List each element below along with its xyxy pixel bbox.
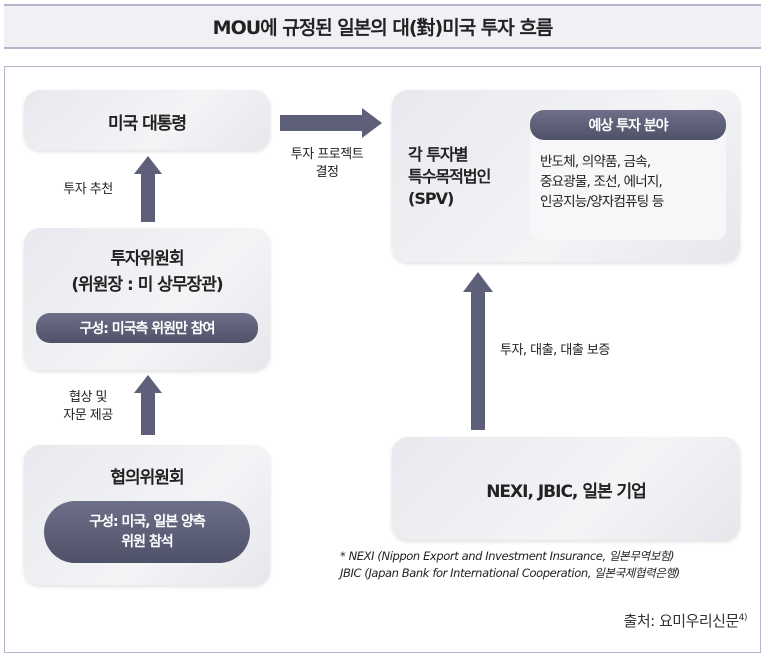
- arrow-up-icon: [134, 156, 162, 222]
- president-label: 미국 대통령: [107, 114, 187, 134]
- fields-header: 예상 투자 분야: [530, 110, 726, 140]
- arrow-up-icon: [134, 375, 162, 435]
- footnotes: * NEXI (Nippon Export and Investment Ins…: [340, 548, 680, 582]
- source-text: 출처: 요미우리신문: [623, 612, 740, 630]
- footnote: * NEXI (Nippon Export and Investment Ins…: [340, 549, 675, 563]
- committee-composition: 구성: 미국측 위원만 참여: [36, 313, 258, 343]
- decide-line: 투자 프로젝트: [290, 147, 364, 162]
- negotiate-line: 자문 제공: [63, 408, 113, 423]
- source-note: 출처: 요미우리신문4): [623, 610, 748, 631]
- consultative-title: 협의위원회: [110, 468, 184, 488]
- source-ref: 4): [738, 613, 748, 623]
- investment-fields-panel: 예상 투자 분야 반도체, 의약품, 금속, 중요광물, 조선, 에너지, 인공…: [530, 110, 726, 240]
- spv-title-line: (SPV): [408, 189, 454, 208]
- investors-label: NEXI, JBIC, 일본 기업: [486, 482, 647, 502]
- diagram-title: MOU에 규정된 일본의 대(對)미국 투자 흐름: [4, 4, 761, 49]
- spv-title-line: 특수목적법인: [408, 167, 491, 186]
- composition-line: 구성: 미국, 일본 양측: [89, 514, 206, 530]
- negotiate-line: 협상 및: [68, 390, 108, 405]
- president-box: 미국 대통령: [24, 90, 270, 150]
- committee-title: 투자위원회: [110, 249, 184, 269]
- invest-label: 투자, 대출, 대출 보증: [500, 343, 610, 358]
- fields-list: 반도체, 의약품, 금속, 중요광물, 조선, 에너지, 인공지능/양자컴퓨팅 …: [540, 152, 664, 212]
- spv-title-line: 각 투자별: [408, 145, 468, 164]
- spv-title: 각 투자별 특수목적법인 (SPV): [408, 144, 491, 210]
- investment-committee-box: 투자위원회 (위원장 : 미 상무장관) 구성: 미국측 위원만 참여: [24, 228, 270, 370]
- arrow-right-icon: [280, 108, 382, 138]
- field-line: 반도체, 의약품, 금속,: [540, 154, 651, 170]
- recommend-label: 투자 추천: [63, 182, 113, 197]
- field-line: 중요광물, 조선, 에너지,: [540, 174, 663, 190]
- footnote: JBIC (Japan Bank for International Coope…: [340, 566, 680, 580]
- committee-subtitle: (위원장 : 미 상무장관): [71, 275, 223, 295]
- arrow-up-icon: [463, 272, 493, 430]
- field-line: 인공지능/양자컴퓨팅 등: [540, 194, 664, 210]
- spv-box: 각 투자별 특수목적법인 (SPV) 예상 투자 분야 반도체, 의약품, 금속…: [392, 90, 740, 262]
- composition-line: 위원 참석: [121, 534, 173, 550]
- investors-box: NEXI, JBIC, 일본 기업: [392, 437, 740, 540]
- decide-line: 결정: [315, 165, 339, 180]
